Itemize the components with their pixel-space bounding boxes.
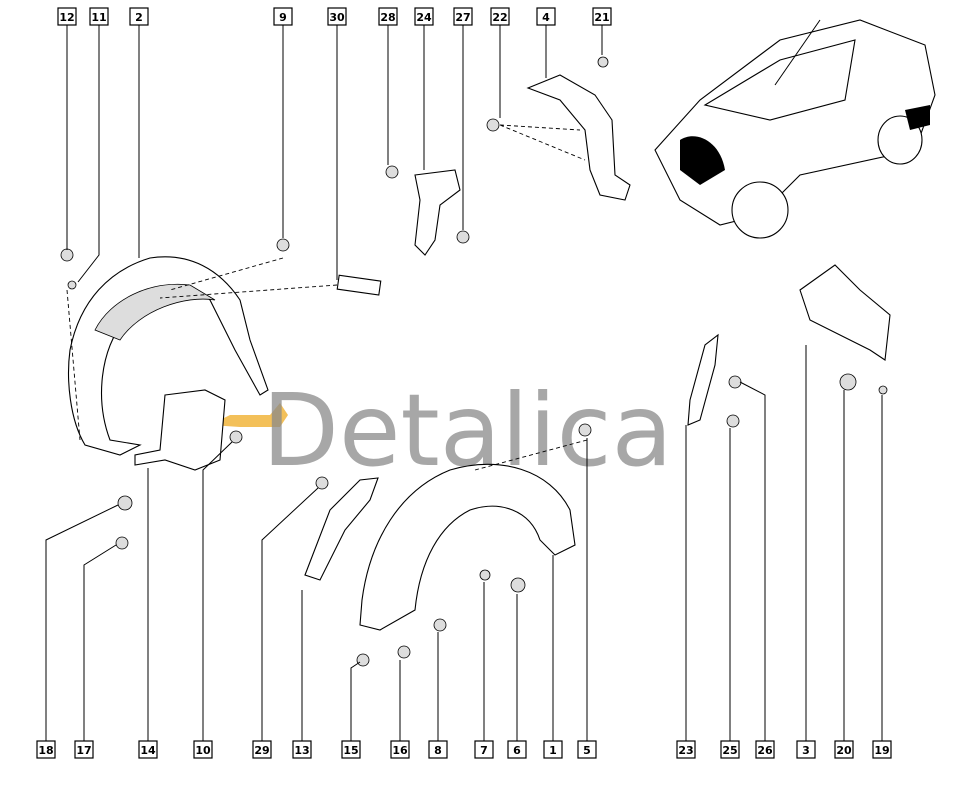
svg-text:28: 28 bbox=[380, 11, 395, 24]
svg-text:13: 13 bbox=[294, 744, 309, 757]
svg-text:21: 21 bbox=[594, 11, 609, 24]
svg-text:20: 20 bbox=[836, 744, 852, 757]
svg-text:8: 8 bbox=[434, 744, 442, 757]
callout-23: 23 bbox=[676, 740, 696, 759]
svg-text:19: 19 bbox=[874, 744, 889, 757]
svg-text:16: 16 bbox=[392, 744, 408, 757]
svg-text:27: 27 bbox=[455, 11, 470, 24]
callout-24: 24 bbox=[414, 7, 434, 26]
callout-22: 22 bbox=[490, 7, 510, 26]
callout-17: 17 bbox=[74, 740, 94, 759]
svg-text:7: 7 bbox=[480, 744, 488, 757]
callout-7: 7 bbox=[474, 740, 494, 759]
callout-8: 8 bbox=[428, 740, 448, 759]
svg-text:11: 11 bbox=[91, 11, 106, 24]
callout-29: 29 bbox=[252, 740, 272, 759]
callout-13: 13 bbox=[292, 740, 312, 759]
callout-14: 14 bbox=[138, 740, 158, 759]
bottom-callouts: 18 17 14 10 29 13 15 16 8 7 6 1 5 23 25 … bbox=[36, 740, 892, 759]
svg-text:24: 24 bbox=[416, 11, 432, 24]
svg-text:29: 29 bbox=[254, 744, 269, 757]
callout-3: 3 bbox=[796, 740, 816, 759]
svg-text:1: 1 bbox=[549, 744, 557, 757]
leader-lines bbox=[45, 25, 883, 741]
callout-20: 20 bbox=[834, 740, 854, 759]
wheel-arch-liner-front bbox=[359, 463, 576, 631]
callout-6: 6 bbox=[507, 740, 527, 759]
callout-10: 10 bbox=[193, 740, 213, 759]
callout-25: 25 bbox=[720, 740, 740, 759]
svg-text:6: 6 bbox=[513, 744, 521, 757]
callout-9: 9 bbox=[273, 7, 293, 26]
fasteners bbox=[60, 56, 888, 667]
callout-18: 18 bbox=[36, 740, 56, 759]
svg-text:18: 18 bbox=[38, 744, 53, 757]
callout-26: 26 bbox=[755, 740, 775, 759]
parts-drawings bbox=[66, 19, 936, 631]
svg-text:3: 3 bbox=[802, 744, 810, 757]
svg-text:12: 12 bbox=[59, 11, 74, 24]
callout-30: 30 bbox=[327, 7, 347, 26]
svg-text:10: 10 bbox=[195, 744, 211, 757]
svg-text:4: 4 bbox=[542, 11, 550, 24]
svg-text:9: 9 bbox=[279, 11, 287, 24]
liner-4 bbox=[526, 74, 631, 201]
svg-text:25: 25 bbox=[722, 744, 737, 757]
callout-15: 15 bbox=[341, 740, 361, 759]
callout-1: 1 bbox=[543, 740, 563, 759]
bracket-13 bbox=[304, 477, 379, 581]
svg-text:14: 14 bbox=[140, 744, 156, 757]
bracket-24 bbox=[414, 169, 461, 256]
callout-11: 11 bbox=[89, 7, 109, 26]
callout-4: 4 bbox=[536, 7, 556, 26]
liner-3 bbox=[799, 264, 891, 361]
callout-27: 27 bbox=[453, 7, 473, 26]
svg-text:23: 23 bbox=[678, 744, 693, 757]
svg-text:17: 17 bbox=[76, 744, 91, 757]
callout-2: 2 bbox=[129, 7, 149, 26]
vehicle-location-illustration bbox=[654, 19, 936, 239]
svg-text:30: 30 bbox=[329, 11, 345, 24]
callout-16: 16 bbox=[390, 740, 410, 759]
watermark-logo: Detalica bbox=[210, 372, 673, 489]
callout-12: 12 bbox=[57, 7, 77, 26]
svg-text:26: 26 bbox=[757, 744, 773, 757]
svg-text:5: 5 bbox=[583, 744, 591, 757]
callout-28: 28 bbox=[378, 7, 398, 26]
svg-text:22: 22 bbox=[492, 11, 507, 24]
svg-text:2: 2 bbox=[135, 11, 143, 24]
svg-text:15: 15 bbox=[343, 744, 358, 757]
mudguard-bracket bbox=[134, 389, 226, 471]
top-callouts: 12 11 2 9 30 28 24 27 22 4 21 bbox=[57, 7, 612, 26]
foam-block bbox=[336, 274, 382, 296]
bracket-23 bbox=[687, 333, 719, 426]
callout-5: 5 bbox=[577, 740, 597, 759]
callout-19: 19 bbox=[872, 740, 892, 759]
callout-21: 21 bbox=[592, 7, 612, 26]
